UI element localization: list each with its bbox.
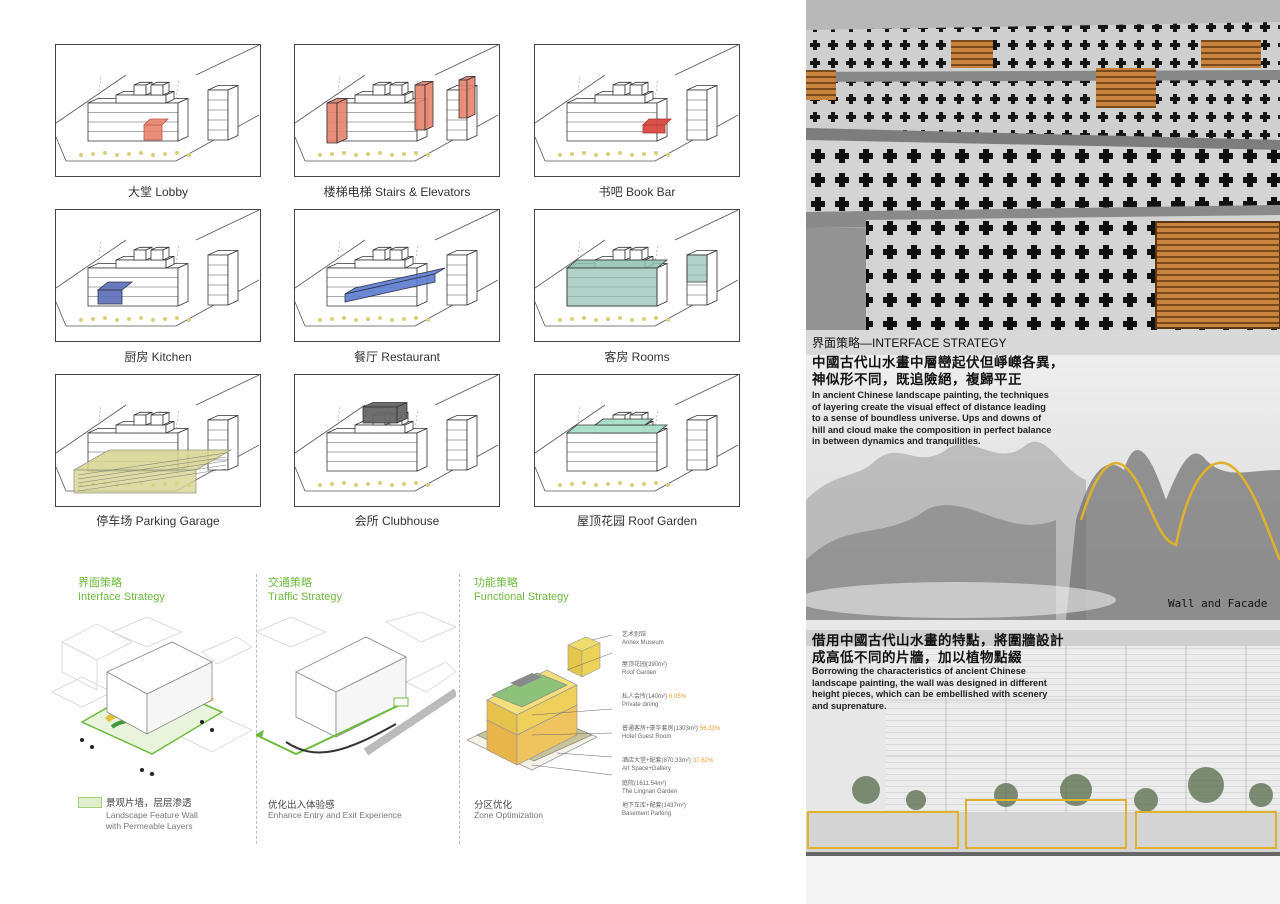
axonometric-building (535, 375, 738, 492)
interface-note-en-1: Landscape Feature Wall (106, 810, 198, 820)
strategy-divider (256, 574, 257, 844)
zone-label-cn: 庭院(1611.54m²) (622, 781, 667, 787)
strategy-divider (459, 574, 460, 844)
zone-label-cn: 艺术别馆 (622, 632, 647, 638)
zone-label-en: The Lingnan Garden (622, 788, 678, 795)
zone-label: 庭院(1611.54m²)The Lingnan Garden (622, 781, 677, 796)
program-diagram-restaurant (294, 209, 500, 342)
interface-strategy-en: Interface Strategy (78, 591, 165, 603)
zone-label-en: Basement Parking (622, 810, 672, 817)
zone-percent: 6.05% (669, 694, 687, 700)
zone-label: 私人会所(140m²)6.05% Private dining (622, 694, 686, 709)
traffic-note-cn: 优化出入体验感 (268, 800, 335, 811)
traffic-strategy-en: Traffic Strategy (268, 591, 342, 603)
program-diagram-stairs (294, 44, 500, 177)
program-caption-parking: 停车场 Parking Garage (96, 514, 220, 528)
traffic-strategy-drawing (256, 612, 456, 756)
traffic-strategy-cn: 交通策略 (268, 577, 312, 589)
zone-label: 普通客房+豪华套房(1303m²)56.33% Hotel Guest Room (622, 726, 720, 741)
axonometric-building (295, 45, 498, 162)
zone-label: 屋顶花园(390m²)Roof Garden (622, 662, 669, 677)
wall-design-description: Borrowing the characteristics of ancient… (812, 666, 1048, 711)
facade-and-landscape-imagery (806, 0, 1280, 904)
program-caption-kitchen: 厨房 Kitchen (124, 350, 192, 364)
program-caption-roof: 屋顶花园 Roof Garden (576, 514, 698, 528)
functional-note-en: Zone Optimization (474, 810, 543, 820)
zone-label-en: Art Space+Gallery (622, 765, 671, 772)
zone-percent: 56.33% (699, 726, 721, 732)
zone-label-en: Roof Garden (622, 669, 657, 676)
program-caption-bookbar: 书吧 Book Bar (598, 185, 676, 199)
zone-label-cn: 地下车库+配套(1437m²) (622, 803, 686, 809)
axonometric-building (56, 210, 259, 327)
zone-label-cn: 酒店大堂+配套(870.33m²) (622, 758, 691, 764)
axonometric-building (56, 45, 259, 162)
program-caption-rooms: 客房 Rooms (604, 350, 670, 364)
interface-note-en-2: with Permeable Layers (106, 821, 193, 831)
program-diagram-lobby (55, 44, 261, 177)
interface-strategy-cn: 界面策略 (78, 577, 122, 589)
zone-label: 地下车库+配套(1437m²)Basement Parking (622, 803, 688, 818)
zone-label-en: Annex Museum (622, 639, 664, 646)
program-diagram-parking (55, 374, 261, 507)
wall-and-facade-label: Wall and Facade (1168, 597, 1268, 610)
zone-label-cn: 私人会所(140m²) (622, 694, 668, 700)
interface-strategy-heading: 界面策略 Interface Strategy (78, 576, 165, 604)
zone-label-en: Private dining (622, 701, 659, 708)
program-caption-lobby: 大堂 Lobby (127, 185, 189, 199)
landscape-painting-description: In ancient Chinese landscape painting, t… (812, 390, 1052, 446)
functional-strategy-heading: 功能策略 Functional Strategy (474, 576, 569, 604)
program-diagram-clubhouse (294, 374, 500, 507)
program-diagram-roof (534, 374, 740, 507)
functional-note-cn: 分区优化 (474, 800, 513, 811)
zone-label-cn: 普通客房+豪华套房(1303m²) (622, 726, 698, 732)
program-caption-clubhouse: 会所 Clubhouse (354, 514, 440, 528)
interface-strategy-drawing (52, 616, 252, 776)
functional-strategy-drawing (466, 634, 612, 776)
axonometric-building (295, 210, 498, 327)
program-diagram-kitchen (55, 209, 261, 342)
zone-label: 酒店大堂+配套(870.33m²)37.62% Art Space+Gallery (622, 758, 713, 773)
axonometric-building (56, 375, 259, 494)
landscape-painting-heading: 中國古代山水畫中層巒起伏但崢嶸各異，神似形不同，既追險絕，複歸平正 (812, 355, 1064, 387)
zone-label-en: Hotel Guest Room (622, 733, 672, 740)
zone-percent: 37.62% (692, 758, 714, 764)
interface-strategy-title: 界面策略—INTERFACE STRATEGY (812, 336, 1007, 350)
functional-strategy-cn: 功能策略 (474, 577, 518, 589)
program-caption-restaurant: 餐厅 Restaurant (353, 350, 441, 364)
wall-design-heading: 借用中國古代山水畫的特點，將圍牆設計成高低不同的片牆，加以植物點綴 (812, 633, 1064, 665)
axonometric-building (295, 375, 498, 492)
interface-strategy-column (806, 0, 1280, 904)
traffic-strategy-heading: 交通策略 Traffic Strategy (268, 576, 342, 604)
axonometric-building (535, 45, 738, 162)
program-diagram-rooms (534, 209, 740, 342)
interface-note-cn: 景观片墙，层层渗透 (106, 798, 192, 809)
functional-strategy-en: Functional Strategy (474, 591, 569, 603)
zone-label-cn: 屋顶花园(390m²) (622, 662, 668, 668)
program-diagram-bookbar (534, 44, 740, 177)
axonometric-building (535, 210, 738, 327)
program-caption-stairs: 楼梯电梯 Stairs & Elevators (323, 185, 471, 199)
landscape-wall-swatch (78, 797, 102, 808)
traffic-note-en: Enhance Entry and Exit Experience (268, 810, 402, 820)
